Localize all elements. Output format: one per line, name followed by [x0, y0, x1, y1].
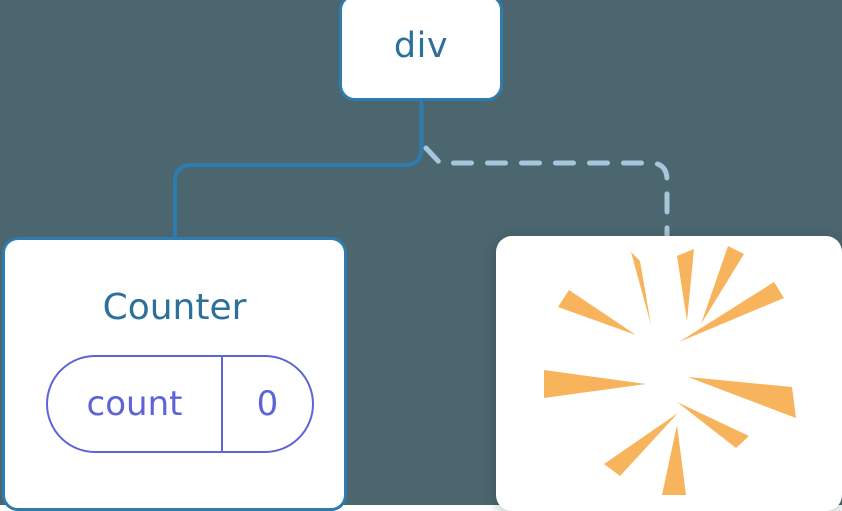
- node-div-label: div: [393, 26, 449, 66]
- state-pill[interactable]: count 0: [46, 355, 314, 453]
- sparkle-spike-sw: [604, 413, 678, 476]
- sparkle-burst-icon: [544, 246, 796, 495]
- sparkle-spike-se: [677, 402, 749, 448]
- sparkle-spike-n: [677, 249, 694, 321]
- sparkle-spike-e: [688, 377, 796, 418]
- sparkle-spike-nnw: [631, 252, 651, 325]
- node-div[interactable]: div: [339, 0, 503, 101]
- edge-root-to-sparkle: [423, 145, 670, 241]
- sparkle-spike-s: [662, 425, 686, 495]
- sparkle-spike-nne: [701, 246, 744, 324]
- node-sparkle[interactable]: [496, 236, 842, 511]
- sparkle-spike-nw: [558, 290, 636, 335]
- state-pill-key: count: [48, 357, 223, 451]
- edge-root-to-counter: [173, 99, 424, 240]
- state-pill-value: 0: [256, 384, 279, 424]
- sparkle-spike-ne: [679, 282, 784, 342]
- node-counter-label: Counter: [102, 287, 247, 328]
- sparkle-spike-w: [544, 370, 646, 398]
- node-counter[interactable]: Counter count 0: [2, 237, 347, 511]
